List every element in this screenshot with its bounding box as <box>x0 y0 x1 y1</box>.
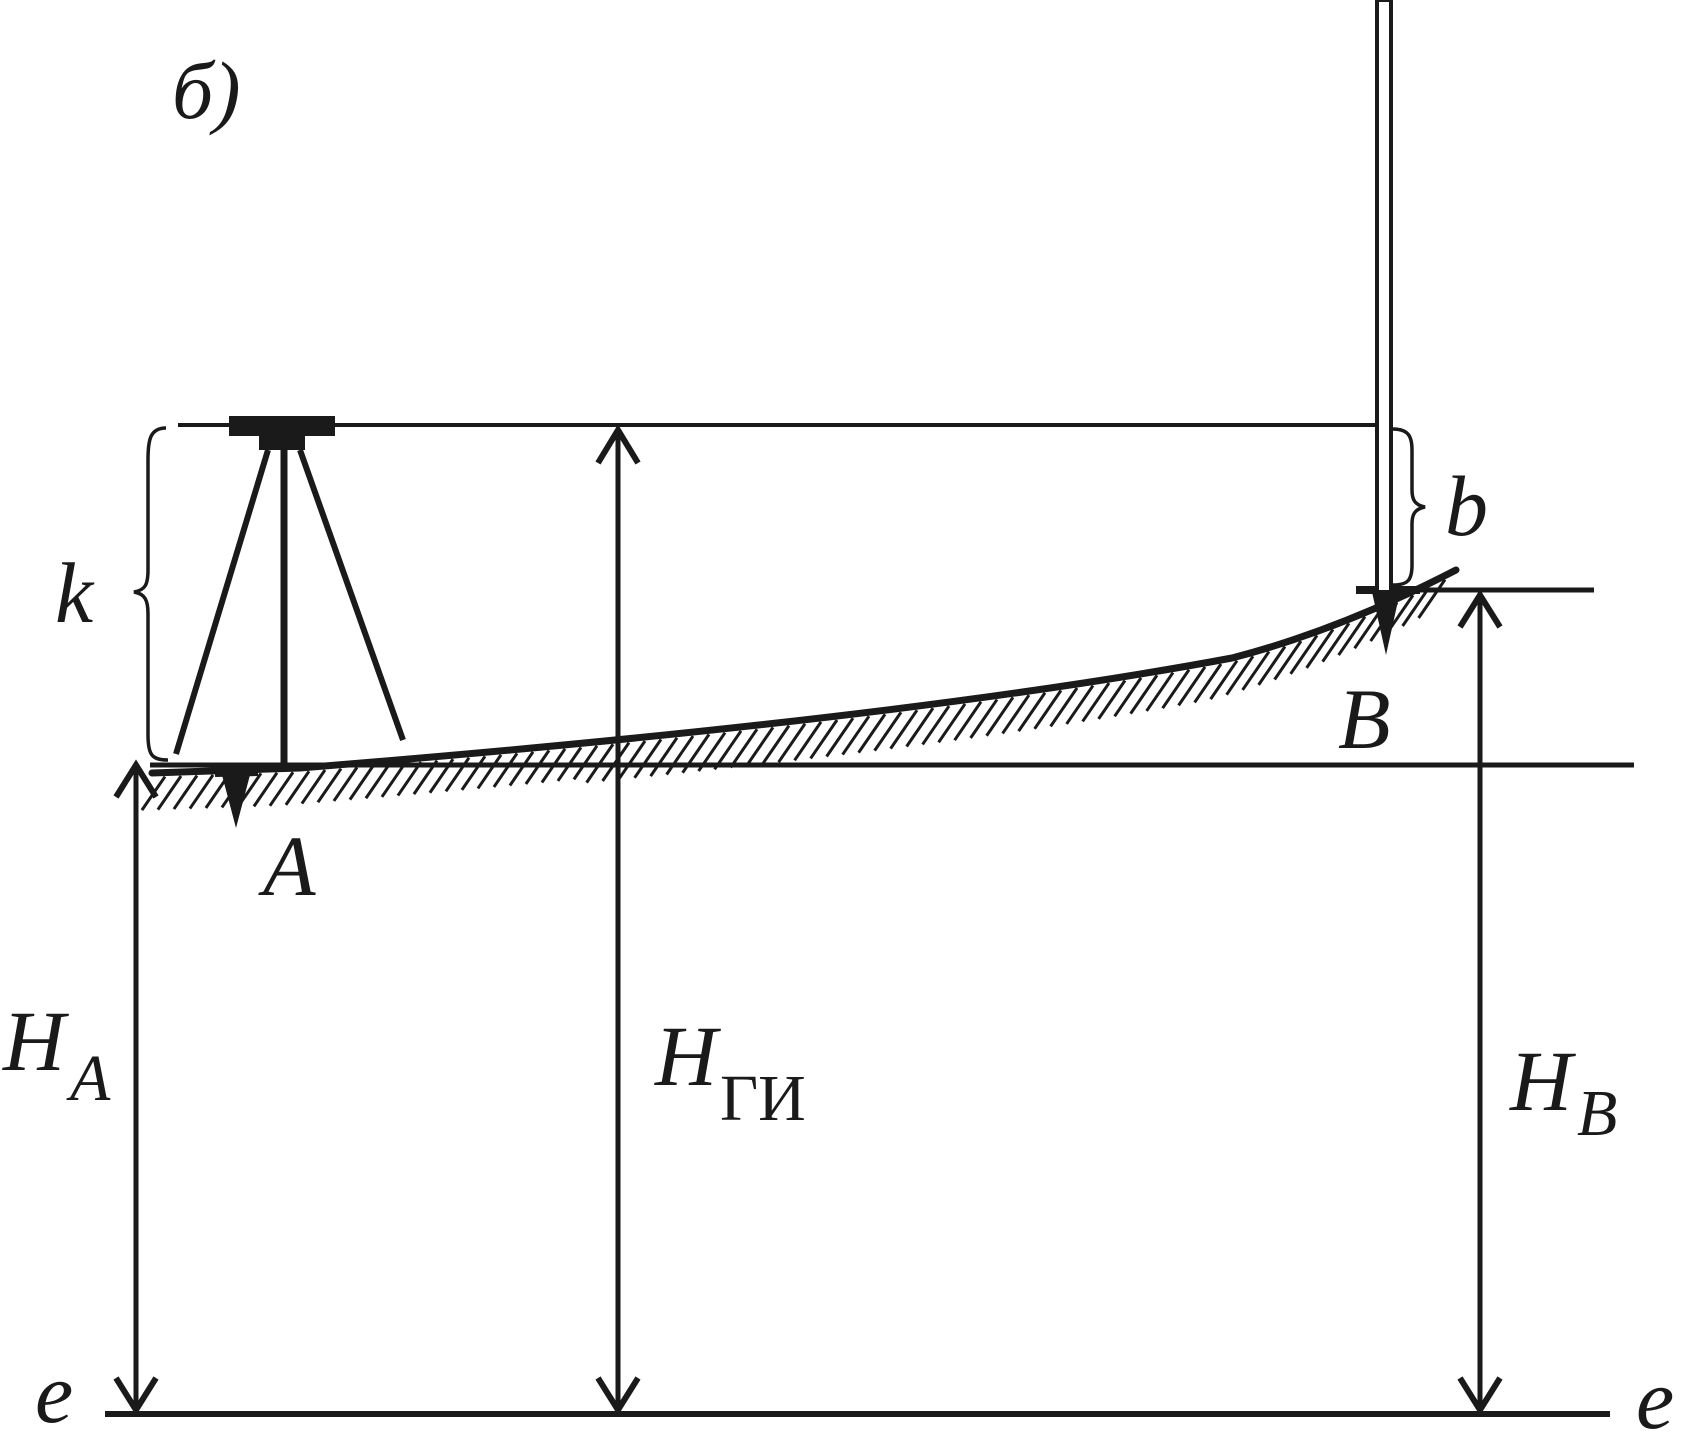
hatch-stroke <box>1161 668 1191 710</box>
hatch-stroke <box>617 740 647 781</box>
hatch-stroke <box>905 707 935 748</box>
hatch-stroke <box>825 717 855 758</box>
hatch-stroke <box>268 771 295 807</box>
hatch-stroke <box>316 767 343 804</box>
hatch-stroke <box>1337 615 1367 656</box>
hatch-stroke <box>396 761 423 797</box>
hatch-stroke <box>284 770 311 806</box>
hatch-stroke <box>348 765 375 801</box>
hatch-stroke <box>1305 628 1335 669</box>
dimension-h-b <box>1457 589 1503 1416</box>
hatch-stroke <box>585 743 615 784</box>
hatch-stroke <box>1225 655 1255 696</box>
hatch-stroke <box>1145 671 1175 712</box>
hatch-stroke <box>697 731 727 772</box>
hatch-stroke <box>649 736 679 777</box>
label-b-point: B <box>1338 671 1391 767</box>
hatch-stroke <box>1273 640 1303 681</box>
hatch-stroke <box>873 711 903 752</box>
label-e-right: e <box>1636 1351 1674 1432</box>
hatch-stroke <box>665 735 695 776</box>
level-instrument <box>229 416 335 436</box>
label-h-gi: H ГИ <box>654 1008 806 1135</box>
hatch-stroke <box>380 762 407 798</box>
hatch-stroke <box>777 722 807 764</box>
hatch-stroke <box>969 698 999 739</box>
ground-profile <box>148 566 1460 777</box>
hatch-stroke <box>1017 691 1047 732</box>
level-instrument-tripod <box>173 416 406 765</box>
hatch-stroke <box>1081 682 1111 723</box>
hatch-stroke <box>1001 694 1031 735</box>
hatch-stroke <box>1113 677 1143 718</box>
hatch-stroke <box>364 763 391 800</box>
hatch-stroke <box>1257 645 1287 686</box>
hatch-stroke <box>1321 622 1351 663</box>
brace-b <box>1392 427 1426 587</box>
hatch-stroke <box>1241 650 1271 691</box>
hatch-stroke <box>1417 578 1447 619</box>
hatch-stroke <box>1097 679 1127 720</box>
hatch-stroke <box>1353 608 1383 650</box>
hatch-stroke <box>921 705 951 746</box>
benchmark-a-marker <box>214 768 259 828</box>
hatch-stroke <box>460 755 487 791</box>
hatch-stroke <box>1177 666 1207 707</box>
hatch-stroke <box>332 766 359 802</box>
hatch-stroke <box>1049 687 1079 728</box>
hatch-stroke <box>761 724 791 765</box>
hatch-stroke <box>412 759 439 796</box>
hatch-stroke <box>1193 663 1223 704</box>
label-h-b: H B <box>1509 1033 1617 1150</box>
hatch-stroke <box>841 715 871 756</box>
hatch-stroke <box>172 774 199 810</box>
hatch-stroke <box>1033 689 1063 730</box>
dimension-h-gi <box>595 424 641 1416</box>
hatch-stroke <box>444 756 471 793</box>
hatch-stroke <box>1401 586 1431 627</box>
hatch-stroke <box>953 700 983 742</box>
hatch-stroke <box>745 726 775 767</box>
hatch-stroke <box>508 751 535 787</box>
hatch-stroke <box>681 733 711 774</box>
ground-hatching <box>140 578 1447 812</box>
hatch-stroke <box>428 758 455 794</box>
hatch-stroke <box>572 744 599 781</box>
label-h-a: H A <box>2 993 111 1115</box>
hatch-stroke <box>1065 684 1095 725</box>
panel-label: б) <box>172 45 241 136</box>
hatch-stroke <box>188 774 215 810</box>
label-e-left: e <box>35 1345 73 1432</box>
label-a: A <box>258 818 316 914</box>
hatch-stroke <box>1209 659 1239 700</box>
dimension-h-a <box>113 759 159 1416</box>
hatch-stroke <box>857 713 887 754</box>
hatch-stroke <box>492 752 519 788</box>
hatch-stroke <box>252 771 279 808</box>
hatch-stroke <box>937 703 967 744</box>
label-k: k <box>55 545 95 641</box>
hatch-stroke <box>556 746 583 782</box>
hatch-stroke <box>729 728 759 769</box>
hatch-stroke <box>300 769 327 805</box>
hatch-stroke <box>809 719 839 760</box>
hatch-stroke <box>524 749 551 785</box>
hatch-stroke <box>1289 634 1319 675</box>
hatch-stroke <box>713 730 743 771</box>
hatch-stroke <box>540 748 567 784</box>
hatch-stroke <box>156 775 183 811</box>
hatch-stroke <box>889 709 919 750</box>
hatch-stroke <box>793 721 823 762</box>
label-b: b <box>1445 458 1488 554</box>
hatch-stroke <box>633 738 663 779</box>
hatch-stroke <box>985 696 1015 737</box>
brace-k <box>133 426 169 762</box>
hatch-stroke <box>1129 674 1159 715</box>
hatch-stroke <box>476 753 503 790</box>
levelling-staff <box>1375 0 1393 594</box>
